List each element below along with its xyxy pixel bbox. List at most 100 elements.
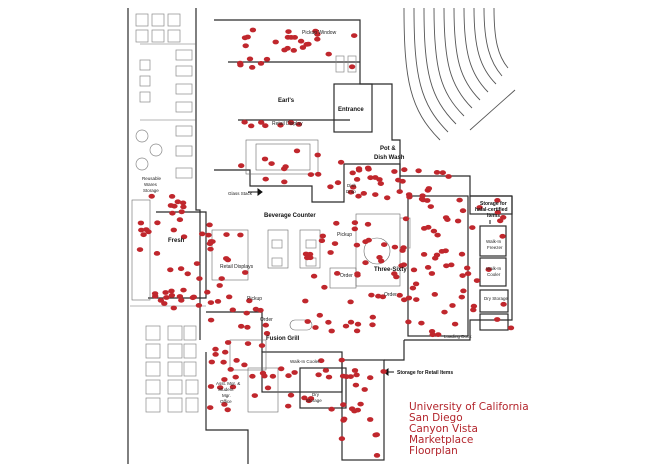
equipment-marker [180,204,187,210]
equipment-marker [340,417,347,423]
equipment-marker [399,248,406,253]
seating-areas [135,13,411,413]
equipment-marker [229,384,237,390]
equipment-marker [244,341,252,346]
equipment-marker [340,402,347,408]
equipment-marker [176,217,184,223]
equipment-marker [316,312,323,318]
equipment-marker [163,295,170,300]
equipment-marker [304,319,311,324]
label-reusable-1: Reusable [142,176,162,181]
equipment-marker [305,398,313,404]
equipment-marker [178,209,185,215]
equipment-marker [168,293,176,298]
equipment-marker [425,186,433,191]
equipment-marker [207,317,215,323]
equipment-marker [337,159,345,165]
equipment-marker [264,385,272,391]
equipment-marker [405,319,412,325]
label-dish-drop-2: Drop [346,189,356,194]
label-halal-1: Storage for [480,201,507,207]
equipment-marker [349,170,356,176]
equipment-marker [258,120,265,125]
equipment-marker [199,231,206,237]
equipment-marker [339,373,347,379]
equipment-marker [162,290,169,295]
equipment-marker [368,292,375,298]
equipment-marker [301,395,308,401]
equipment-marker [427,204,434,210]
title-line-4: Marketplace [409,434,474,446]
label-reusable-2: Wares [144,182,158,187]
equipment-marker [362,260,369,266]
equipment-marker [334,180,342,186]
equipment-marker [342,323,350,329]
equipment-marker [241,119,248,125]
equipment-marker [206,222,213,228]
equipment-marker [263,331,271,336]
equipment-marker [494,210,501,215]
equipment-marker [277,122,284,128]
equipment-marker [285,403,292,409]
equipment-marker [259,370,267,376]
label-asst-2: Student [218,387,234,392]
equipment-marker [348,64,356,70]
label-pickup-window: Pickup Window [302,30,337,36]
equipment-marker [314,152,321,158]
equipment-marker [212,352,219,357]
equipment-marker [325,319,332,325]
equipment-marker [238,163,245,169]
equipment-marker [310,273,318,279]
equipment-marker [282,164,289,170]
equipment-marker [242,270,249,275]
equipment-marker [434,232,441,238]
equipment-marker [151,291,159,296]
equipment-marker [137,220,145,226]
equipment-marker [281,179,288,185]
walls [127,8,513,464]
equipment-marker [305,41,312,47]
equipment-marker [207,405,214,410]
label-walk-in-cooler-right-2: Cooler [487,272,501,277]
equipment-marker [435,332,442,337]
title-line-2: San Diego [409,412,463,424]
equipment-marker [238,323,245,329]
label-walk-in-cooler-lower: Walk-In Cooler [290,359,320,364]
equipment-marker [288,35,295,40]
equipment-marker [500,215,507,220]
label-walk-in-cooler-right-1: Walk-In [486,266,502,271]
equipment-marker [325,374,333,380]
equipment-marker [180,234,188,240]
title-line-3: Canyon Vista [409,423,478,435]
equipment-marker [312,325,319,330]
equipment-marker [233,358,240,363]
equipment-marker [207,384,215,389]
equipment-marker [476,205,483,210]
equipment-marker [507,325,515,331]
equipment-marker [439,170,446,176]
equipment-marker [353,372,360,378]
equipment-marker [420,252,428,257]
equipment-marker [302,251,310,257]
equipment-marker [287,120,295,126]
equipment-marker [355,167,363,173]
equipment-marker [333,220,340,226]
equipment-marker [179,200,187,206]
floorplan-title: University of California San Diego Canyo… [409,402,549,457]
equipment-marker [249,27,257,33]
equipment-marker [251,393,258,398]
equipment-marker [369,322,376,328]
equipment-marker [195,303,203,308]
equipment-marker [281,47,288,53]
equipment-marker [307,172,315,178]
equipment-marker [208,359,215,365]
equipment-marker [262,176,269,182]
equipment-marker [401,297,408,303]
equipment-marker [360,191,367,196]
equipment-marker [223,256,230,261]
equipment-marker [293,148,301,154]
equipment-marker [295,122,303,127]
equipment-marker [214,299,222,304]
label-pot-dish-wash-2: Dish Wash [374,155,405,161]
